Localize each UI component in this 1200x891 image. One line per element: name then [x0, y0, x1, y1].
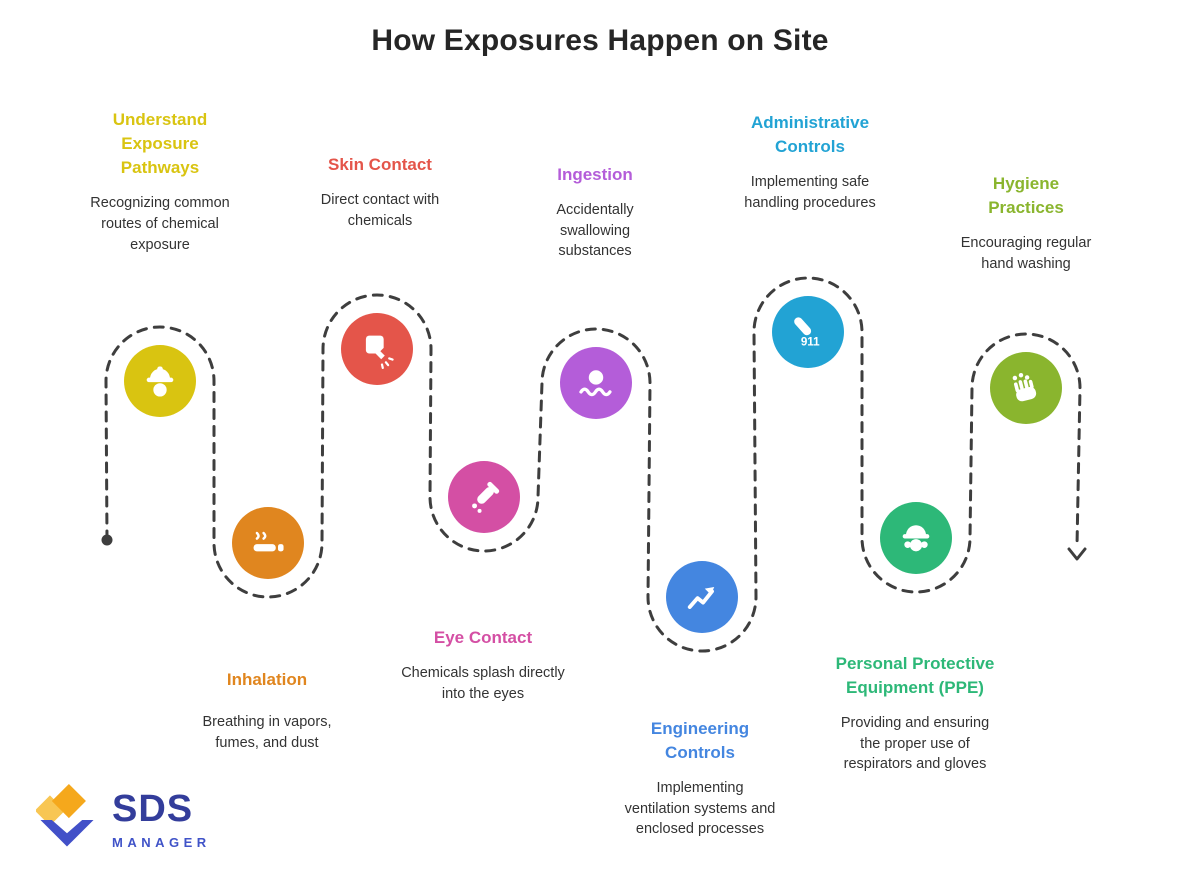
node-circle-hygiene-practices	[990, 352, 1062, 424]
node-title: Administrative Controls	[750, 113, 870, 157]
trend-arrow-icon	[687, 587, 715, 609]
logo-text: SDS MANAGER	[112, 790, 211, 850]
female-worker-icon	[902, 525, 930, 552]
node-label-eye-contact: Eye Contact Chemicals splash directly in…	[393, 626, 573, 704]
node-label-hygiene-practices: Hygiene Practices Encouraging regular ha…	[936, 172, 1116, 274]
hand-touch-icon	[365, 335, 394, 369]
node-label-skin-contact: Skin Contact Direct contact with chemica…	[290, 153, 470, 231]
path-start-dot	[101, 534, 113, 546]
logo-diamond-icon	[36, 784, 94, 847]
smoke-inhalation-icon	[253, 531, 284, 552]
node-circle-ingestion	[560, 347, 632, 419]
node-description: Recognizing common routes of chemical ex…	[90, 195, 230, 253]
node-title: Inhalation	[226, 670, 308, 689]
hard-hat-worker-icon	[146, 366, 174, 397]
node-circle-inhalation	[232, 507, 304, 579]
badge-911: 911	[801, 335, 820, 348]
node-label-ppe: Personal Protective Equipment (PPE) Prov…	[825, 652, 1005, 775]
hand-washing-icon	[1012, 373, 1037, 402]
node-description: Implementing ventilation systems and enc…	[624, 780, 776, 838]
node-title: Engineering Controls	[650, 719, 750, 763]
node-title: Ingestion	[557, 165, 633, 184]
chemical-dropper-icon	[472, 481, 500, 513]
node-description: Breathing in vapors, fumes, and dust	[202, 714, 332, 751]
swallowing-icon	[579, 370, 612, 397]
node-title: Hygiene Practices	[988, 174, 1064, 218]
node-description: Implementing safe handling procedures	[744, 174, 876, 211]
page-title: How Exposures Happen on Site	[371, 24, 829, 57]
path-end-arrow-icon	[1067, 547, 1087, 561]
emergency-phone-icon: 911	[794, 317, 820, 348]
logo: SDS MANAGER	[36, 784, 211, 856]
node-circle-understand-exposure-pathways	[124, 345, 196, 417]
node-label-understand-exposure-pathways: Understand Exposure Pathways Recognizing…	[70, 108, 250, 255]
node-title: Skin Contact	[328, 155, 432, 174]
node-description: Direct contact with chemicals	[320, 192, 440, 229]
logo-subtitle: MANAGER	[112, 835, 211, 850]
node-circle-eye-contact	[448, 461, 520, 533]
node-description: Chemicals splash directly into the eyes	[401, 665, 565, 702]
node-label-engineering-controls: Engineering Controls Implementing ventil…	[610, 717, 790, 840]
node-description: Providing and ensuring the proper use of…	[840, 715, 990, 773]
node-circle-engineering-controls	[666, 561, 738, 633]
dashed-route-line	[104, 276, 1082, 653]
node-title: Eye Contact	[433, 628, 533, 647]
node-circle-administrative-controls: 911	[772, 296, 844, 368]
node-description: Encouraging regular hand washing	[960, 235, 1092, 272]
node-circle-ppe	[880, 502, 952, 574]
logo-name: SDS	[112, 788, 194, 830]
node-title: Personal Protective Equipment (PPE)	[835, 654, 995, 698]
node-label-ingestion: Ingestion Accidentally swallowing substa…	[505, 163, 685, 262]
node-label-administrative-controls: Administrative Controls Implementing saf…	[720, 111, 900, 213]
node-label-inhalation: Inhalation Breathing in vapors, fumes, a…	[177, 668, 357, 753]
node-circle-skin-contact	[341, 313, 413, 385]
node-title: Understand Exposure Pathways	[112, 110, 208, 178]
node-description: Accidentally swallowing substances	[556, 202, 634, 260]
